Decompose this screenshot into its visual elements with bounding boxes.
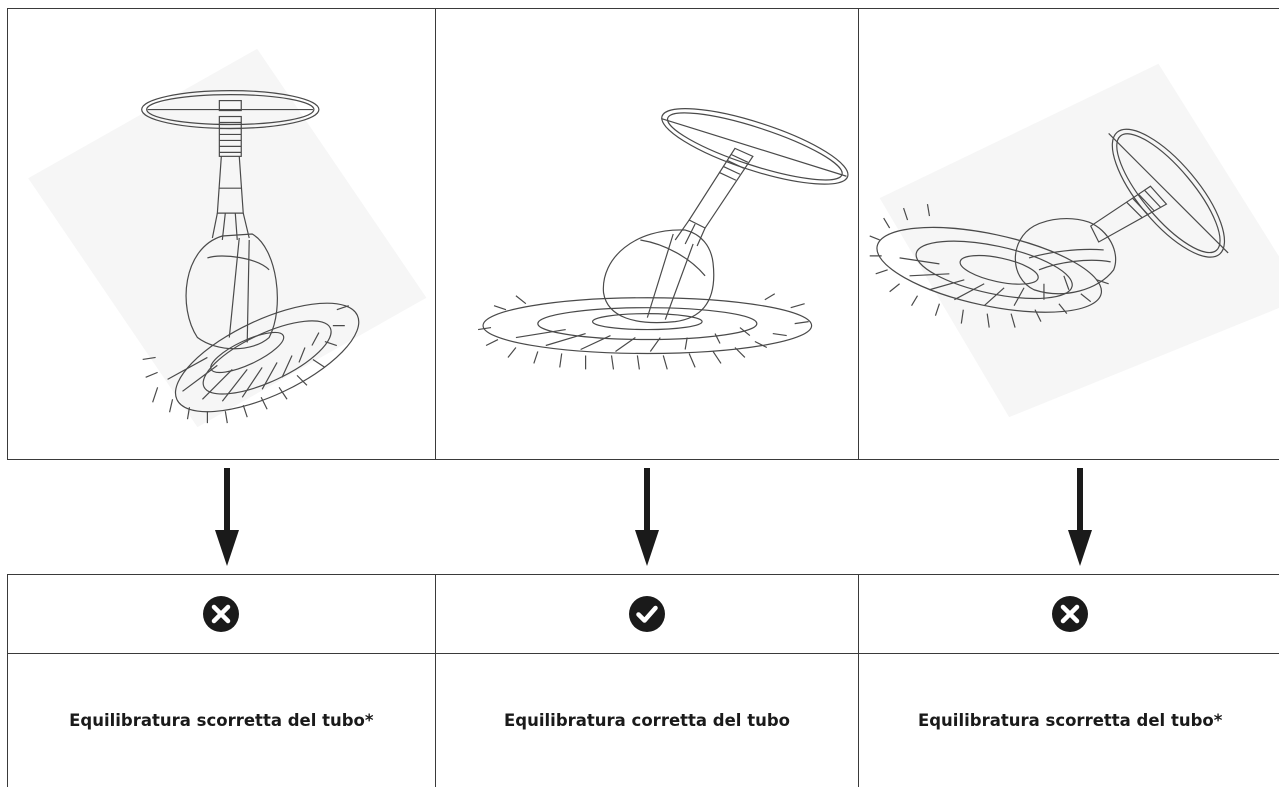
caption-cell: Equilibratura scorretta del tubo* bbox=[69, 711, 374, 730]
caption-cell: Equilibratura scorretta del tubo* bbox=[917, 711, 1223, 730]
pool-cleaner-balanced-illustration bbox=[477, 108, 849, 370]
check-circle-icon bbox=[629, 596, 665, 632]
illustration-row bbox=[7, 8, 1279, 460]
down-arrow-icon bbox=[635, 468, 659, 566]
arrows-row bbox=[7, 460, 1279, 574]
result-table: Equilibratura scorretta del tubo* Equili… bbox=[7, 574, 1279, 787]
x-circle-icon bbox=[1052, 596, 1089, 632]
caption-cell: Equilibratura corretta del tubo bbox=[504, 711, 790, 730]
illustration-panel-3 bbox=[859, 9, 1279, 459]
illustration-panel-2 bbox=[435, 9, 860, 459]
pool-cleaner-tilted-left-illustration bbox=[28, 48, 427, 428]
result-column-1: Equilibratura scorretta del tubo* bbox=[8, 575, 436, 787]
illustration-panel-1 bbox=[8, 9, 436, 459]
result-column-2: Equilibratura corretta del tubo bbox=[435, 575, 860, 787]
result-column-3: Equilibratura scorretta del tubo* bbox=[859, 575, 1279, 787]
x-circle-icon bbox=[203, 596, 240, 632]
down-arrow-icon bbox=[1068, 468, 1092, 566]
down-arrow-icon bbox=[215, 468, 239, 566]
status-cell bbox=[8, 575, 435, 654]
status-cell bbox=[859, 575, 1279, 654]
status-cell bbox=[435, 575, 859, 654]
pool-cleaner-tilted-right-illustration bbox=[869, 63, 1279, 418]
